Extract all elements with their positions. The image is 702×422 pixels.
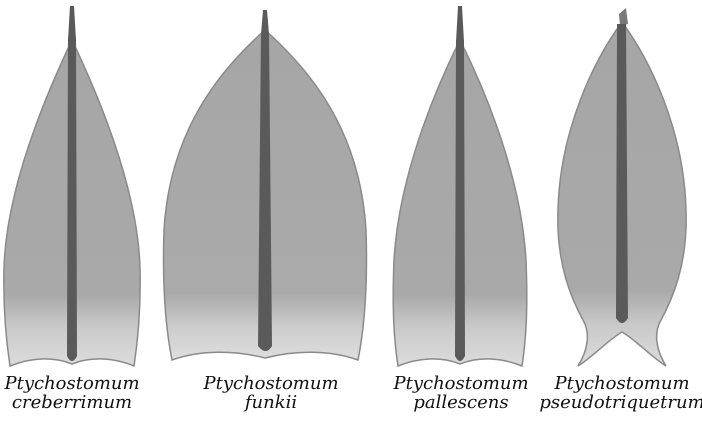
caption-creberrimum: Ptychostomum creberrimum [0, 374, 157, 412]
leaf-illustrations [0, 0, 702, 372]
leaf-costa-tip [261, 10, 269, 34]
leaf-creberrimum [4, 6, 140, 366]
caption-genus: Ptychostomum [537, 374, 702, 393]
leaf-costa [67, 38, 77, 361]
caption-epithet: pallescens [376, 393, 546, 412]
leaf-funkii [163, 10, 366, 360]
leaf-costa [455, 40, 465, 361]
caption-epithet: funkii [186, 393, 356, 412]
caption-pallescens: Ptychostomum pallescens [376, 374, 546, 412]
leaf-pseudotriquetrum [558, 8, 686, 366]
caption-epithet: creberrimum [0, 393, 157, 412]
caption-genus: Ptychostomum [186, 374, 356, 393]
caption-funkii: Ptychostomum funkii [186, 374, 356, 412]
leaf-costa-tip [619, 8, 628, 26]
caption-epithet: pseudotriquetrum [537, 393, 702, 412]
caption-genus: Ptychostomum [0, 374, 157, 393]
leaf-pallescens [393, 6, 527, 366]
leaf-costa-tip [68, 6, 76, 40]
caption-genus: Ptychostomum [376, 374, 546, 393]
caption-pseudotriquetrum: Ptychostomum pseudotriquetrum [537, 374, 702, 412]
leaf-costa-tip [456, 6, 464, 42]
leaf-costa [616, 24, 628, 323]
